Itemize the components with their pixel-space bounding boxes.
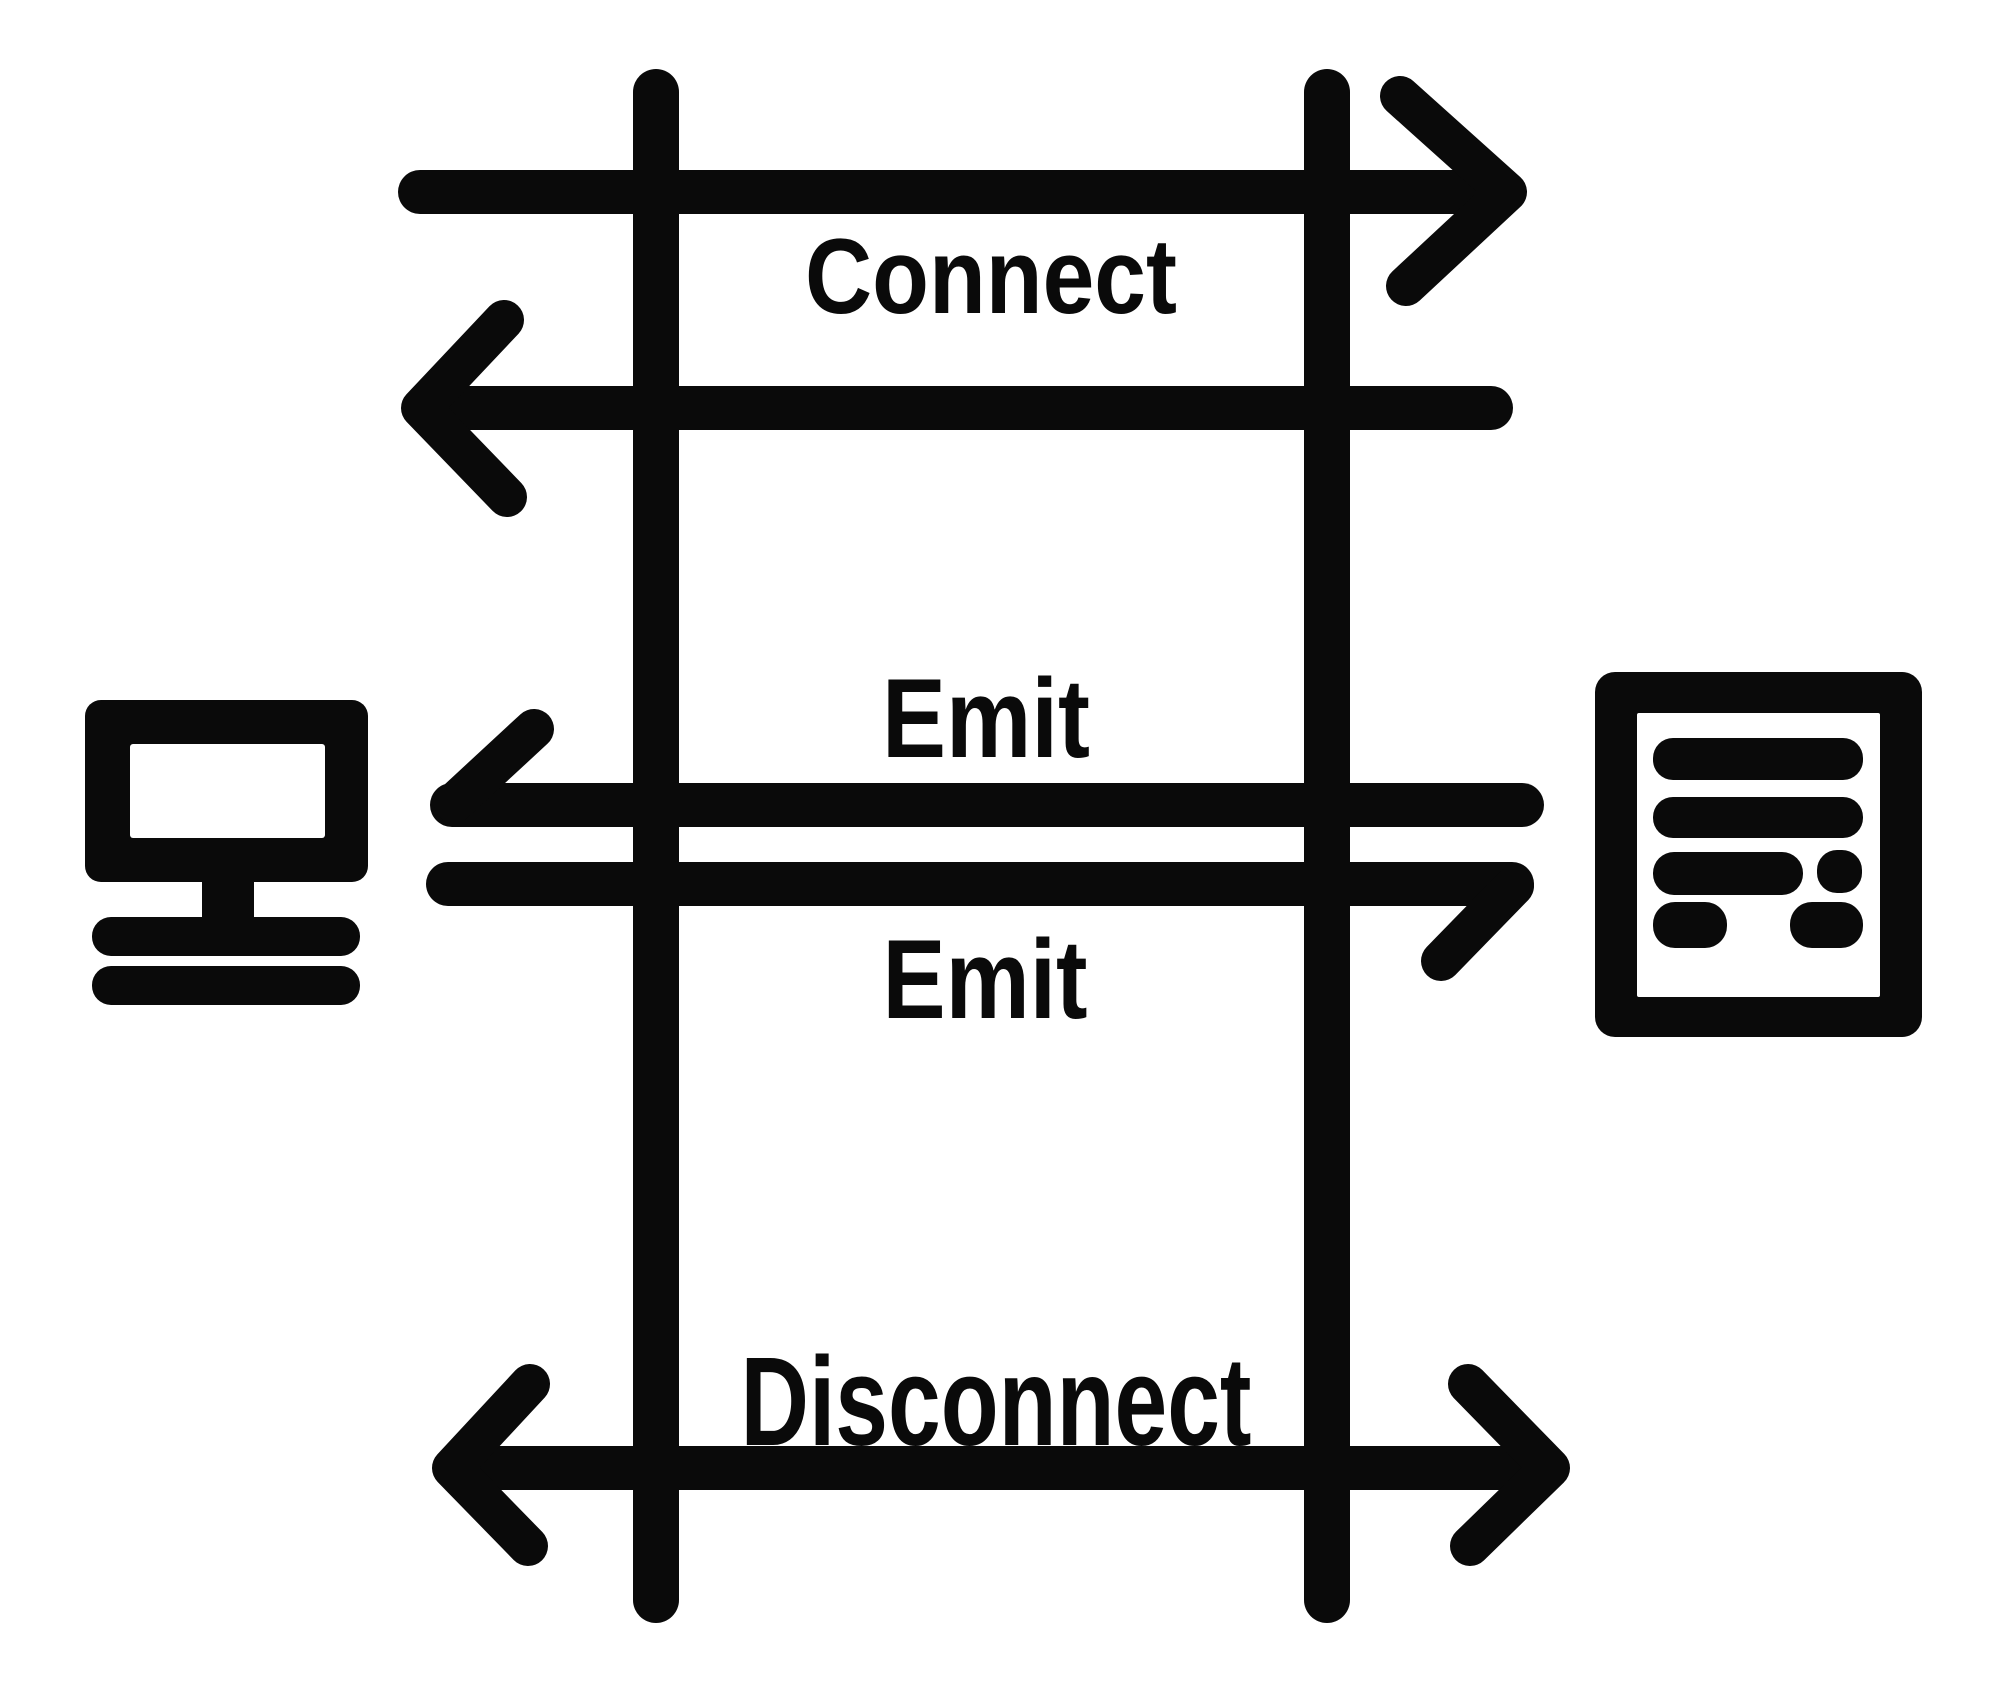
connect-request-arrow (398, 76, 1527, 306)
message-label-emit-1: Emit (882, 656, 1090, 781)
monitor-stand (202, 878, 254, 922)
document-text-line-2 (1653, 797, 1863, 838)
disconnect-double-arrow (432, 1364, 1570, 1566)
document-text-dot (1817, 850, 1862, 893)
computer-icon (85, 700, 368, 1005)
arrowhead-left-icon (401, 300, 527, 517)
computer-base-bar-top (92, 917, 360, 956)
message-label-connect: Connect (805, 216, 1177, 336)
arrowhead-left-icon (434, 709, 554, 823)
emit-right-arrow (426, 862, 1534, 981)
arrowhead-right-icon (1421, 866, 1534, 981)
arrowhead-right-icon (1380, 76, 1527, 306)
document-text-line-4b (1790, 902, 1863, 948)
connect-response-arrow (401, 300, 1513, 517)
arrowhead-right-icon (1448, 1364, 1570, 1566)
arrowhead-left-icon (432, 1364, 550, 1566)
document-text-line-4a (1653, 902, 1727, 948)
document-text-line-3 (1653, 852, 1803, 895)
computer-base-bar-bottom (92, 966, 360, 1005)
document-text-line-1 (1653, 738, 1863, 780)
document-icon (1595, 672, 1922, 1037)
message-label-emit-2: Emit (883, 917, 1088, 1042)
emit-left-arrow (430, 709, 1544, 827)
monitor-screen (130, 744, 325, 838)
